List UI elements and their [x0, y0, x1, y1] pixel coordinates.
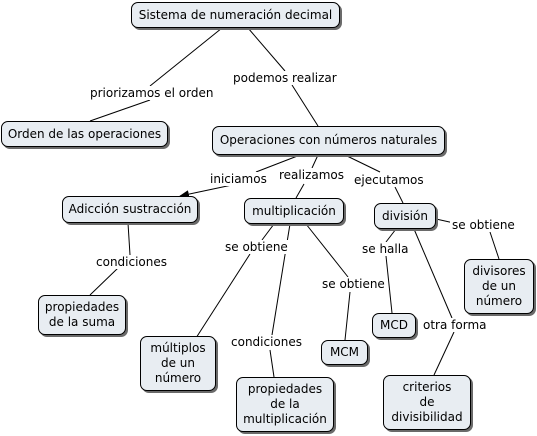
connector-realizamos-multiplicacion	[295, 183, 305, 199]
connector-division-sehalla	[385, 228, 397, 243]
connector-sehalla-mcd	[385, 255, 393, 314]
connector-division-otraforma	[413, 228, 453, 319]
node-operaciones-naturales[interactable]: Operaciones con números naturales	[212, 126, 445, 155]
label-realizamos: realizamos	[277, 168, 347, 182]
node-propiedades-multiplicacion[interactable]: propiedades de la multiplicación	[236, 377, 334, 432]
connector-root-podemos	[247, 27, 286, 72]
label-se-obtiene-multiplos: se obtiene	[223, 240, 290, 254]
connector-operaciones-iniciamos	[255, 154, 301, 173]
connector-operaciones-ejecutamos	[344, 154, 381, 173]
node-propiedades-suma[interactable]: propiedades de la suma	[38, 295, 126, 335]
connector-seobtiene2-mcm	[344, 291, 351, 341]
connector-seobtiene3-divisores	[489, 231, 500, 260]
node-mcm[interactable]: MCM	[321, 340, 368, 365]
node-sistema-numeracion[interactable]: Sistema de numeración decimal	[131, 2, 340, 28]
connector-root-priorizamos	[149, 27, 223, 87]
label-condiciones-suma: condiciones	[94, 255, 170, 269]
label-se-halla: se halla	[360, 242, 411, 256]
connector-priorizamos-orden	[89, 99, 151, 122]
node-adicion-sustraccion[interactable]: Adicción sustracción	[62, 196, 198, 223]
label-podemos-realizar: podemos realizar	[231, 71, 339, 85]
label-condiciones-multiplicacion: condiciones	[229, 335, 305, 349]
connector-otraforma-criterios	[433, 331, 455, 376]
label-se-obtiene-mcm: se obtiene	[320, 277, 387, 291]
connector-condiciones-propsuma	[89, 267, 119, 296]
connector-mult-seobtiene2	[305, 223, 349, 278]
connector-podemos-operaciones	[291, 84, 319, 127]
connector-seobtiene-multiplos	[195, 253, 251, 339]
connector-adicion-condiciones	[127, 222, 131, 256]
label-priorizamos-orden: priorizamos el orden	[88, 86, 216, 100]
connector-mult-seobtiene	[261, 223, 275, 241]
node-criterios-divisibilidad[interactable]: criterios de divisibilidad	[383, 375, 471, 430]
connector-ejecutamos-division	[394, 186, 404, 204]
node-division[interactable]: división	[374, 203, 436, 229]
label-otra-forma: otra forma	[421, 318, 489, 332]
label-iniciamos: iniciamos	[208, 172, 269, 186]
node-multiplos-numero[interactable]: múltiplos de un número	[140, 336, 216, 391]
connector-iniciamos-adicion	[179, 184, 233, 199]
label-ejecutamos: ejecutamos	[352, 173, 426, 187]
node-mcd[interactable]: MCD	[372, 313, 416, 338]
label-se-obtiene-divisores: se obtiene	[450, 218, 517, 232]
node-multiplicacion[interactable]: multiplicación	[244, 198, 344, 224]
connector-operaciones-realizamos	[311, 154, 319, 169]
connector-condiciones-propmult	[269, 349, 275, 378]
node-divisores-numero[interactable]: divisores de un número	[464, 259, 534, 314]
node-orden-operaciones[interactable]: Orden de las operaciones	[1, 121, 168, 147]
